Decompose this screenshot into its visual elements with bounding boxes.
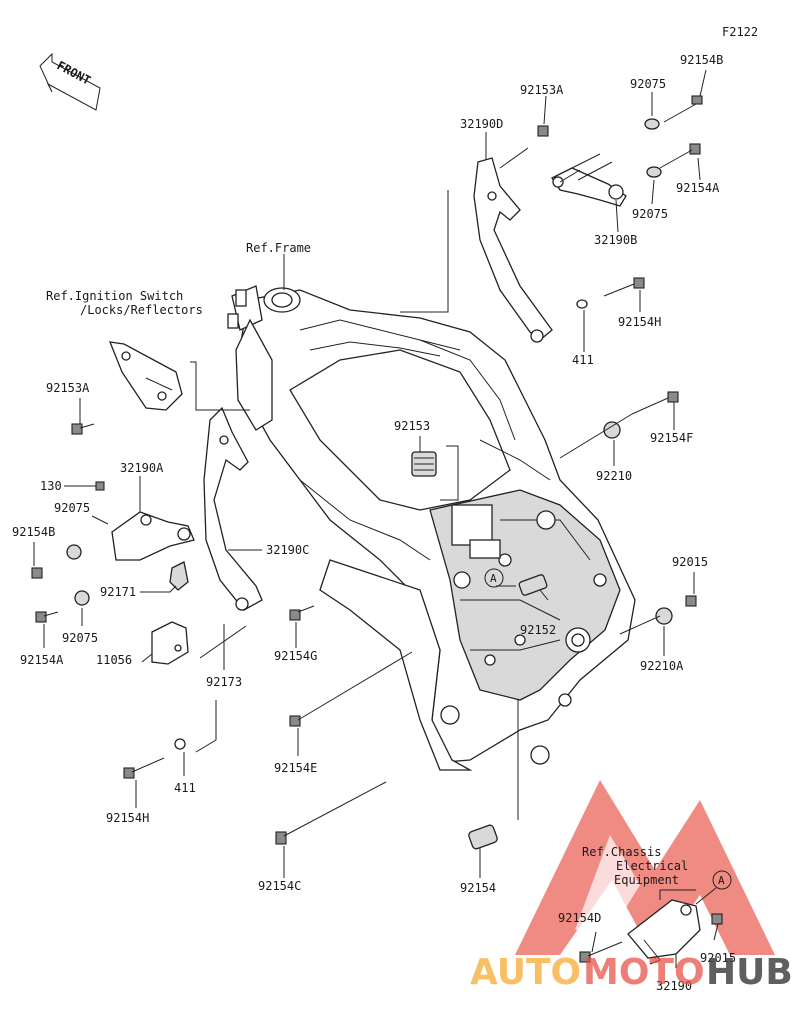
- bolt-92154D: [579, 941, 623, 963]
- bracket-ignition: [108, 341, 183, 411]
- label-92154E: 92154E: [274, 761, 317, 775]
- label-130: 130: [40, 479, 62, 493]
- label-92154A-right: 92154A: [676, 181, 720, 195]
- washer-92075-left2: [74, 590, 90, 606]
- label-32190A: 32190A: [120, 461, 164, 475]
- label-92154A-left: 92154A: [20, 653, 64, 667]
- leader-lines: [33, 69, 719, 968]
- label-92152: 92152: [520, 623, 556, 637]
- part-labels: F2122 Ref.Frame Ref.Ignition Switch /Loc…: [12, 25, 758, 993]
- label-92210A: 92210A: [640, 659, 684, 673]
- label-92015-right: 92015: [672, 555, 708, 569]
- callout-a-bracket-label: A: [718, 874, 725, 887]
- bolt-130: [95, 481, 105, 491]
- label-92075-left2: 92075: [62, 631, 98, 645]
- watermark-triangle-inner: [575, 835, 640, 930]
- clip-92171: [169, 561, 189, 591]
- label-411-left: 411: [174, 781, 196, 795]
- label-92173: 92173: [206, 675, 242, 689]
- bolt-92154G: [289, 605, 315, 621]
- label-92075-top: 92075: [630, 77, 666, 91]
- label-92154G: 92154G: [274, 649, 317, 663]
- washer-92075-top: [644, 118, 660, 130]
- main-frame: [227, 285, 636, 771]
- watermark-triangle: [515, 780, 775, 960]
- ref-ignition-label-1: Ref.Ignition Switch: [46, 289, 183, 303]
- spacer-92210A: [655, 607, 673, 625]
- pin-92173: [199, 625, 247, 659]
- ref-chassis-label-3: Equipment: [614, 873, 679, 887]
- ref-frame-label: Ref.Frame: [246, 241, 311, 255]
- bolt-92154H-left: [123, 757, 165, 779]
- label-92075-left1: 92075: [54, 501, 90, 515]
- callout-a-frame-label: A: [490, 572, 497, 585]
- label-11056: 11056: [96, 653, 132, 667]
- washer-411-right: [576, 299, 588, 309]
- front-arrow: FRONT: [39, 52, 101, 111]
- label-92154B-top: 92154B: [680, 53, 723, 67]
- label-92154B-left: 92154B: [12, 525, 55, 539]
- washer-92075-left1: [66, 544, 82, 560]
- label-92171: 92171: [100, 585, 136, 599]
- label-92154H-right: 92154H: [618, 315, 661, 329]
- ref-chassis-label-2: Electrical: [616, 859, 688, 873]
- watermark-hub: HUB: [706, 952, 793, 993]
- nut-92015-bottom: [711, 913, 723, 925]
- watermark-wordmark: AUTO MOTO HUB: [470, 952, 793, 993]
- watermark-moto: MOTO: [583, 952, 705, 993]
- watermark-logo: [515, 780, 775, 960]
- label-92154C: 92154C: [258, 879, 301, 893]
- label-92153A-left: 92153A: [46, 381, 90, 395]
- label-92154D: 92154D: [558, 911, 601, 925]
- bolt-92154E: [289, 651, 413, 727]
- bracket-11056: [151, 621, 189, 665]
- bolt-92154B-left: [31, 567, 43, 579]
- label-92210: 92210: [596, 469, 632, 483]
- bracket-32190: [627, 899, 701, 965]
- washer-92075-mid: [646, 166, 662, 178]
- label-92153: 92153: [394, 419, 430, 433]
- bolt-92153A-left: [71, 423, 95, 435]
- label-92015-bottom: 92015: [700, 951, 736, 965]
- spacer-92210: [603, 421, 621, 439]
- watermark-auto: AUTO: [470, 952, 581, 993]
- bracket-32190A: [111, 511, 195, 561]
- bolt-92153A-top: [537, 125, 549, 137]
- front-label: FRONT: [55, 58, 93, 87]
- label-32190: 32190: [656, 979, 692, 993]
- label-32190C: 32190C: [266, 543, 309, 557]
- bolt-92154C: [275, 781, 387, 845]
- bolt-92154B-top: [663, 95, 703, 123]
- figure-code: F2122: [722, 25, 758, 39]
- spacer-92152: [518, 574, 548, 596]
- bolt-92154H-right: [603, 277, 645, 297]
- ref-chassis-label-1: Ref.Chassis: [582, 845, 661, 859]
- label-32190B: 32190B: [594, 233, 637, 247]
- bushing-92153: [411, 451, 437, 477]
- label-92154F: 92154F: [650, 431, 693, 445]
- label-92153A-top: 92153A: [520, 83, 564, 97]
- callout-a-frame: A: [484, 568, 504, 588]
- bracket-32190C: [203, 406, 263, 611]
- label-32190D: 32190D: [460, 117, 503, 131]
- label-92154H-left: 92154H: [106, 811, 149, 825]
- nut-92015-right: [685, 595, 697, 607]
- label-411-right: 411: [572, 353, 594, 367]
- bracket-32190B: [551, 153, 627, 207]
- label-92154: 92154: [460, 881, 496, 895]
- bushing-92154: [468, 824, 498, 850]
- callout-a-bracket: A: [712, 870, 732, 890]
- ref-ignition-label-2: /Locks/Reflectors: [80, 303, 203, 317]
- washer-411-left: [174, 738, 186, 750]
- bolt-92154F: [631, 391, 679, 415]
- bracket-32190D: [473, 157, 553, 343]
- bolt-92154A-left: [35, 611, 59, 623]
- bolt-92154A-right: [659, 143, 701, 169]
- label-92075-mid: 92075: [632, 207, 668, 221]
